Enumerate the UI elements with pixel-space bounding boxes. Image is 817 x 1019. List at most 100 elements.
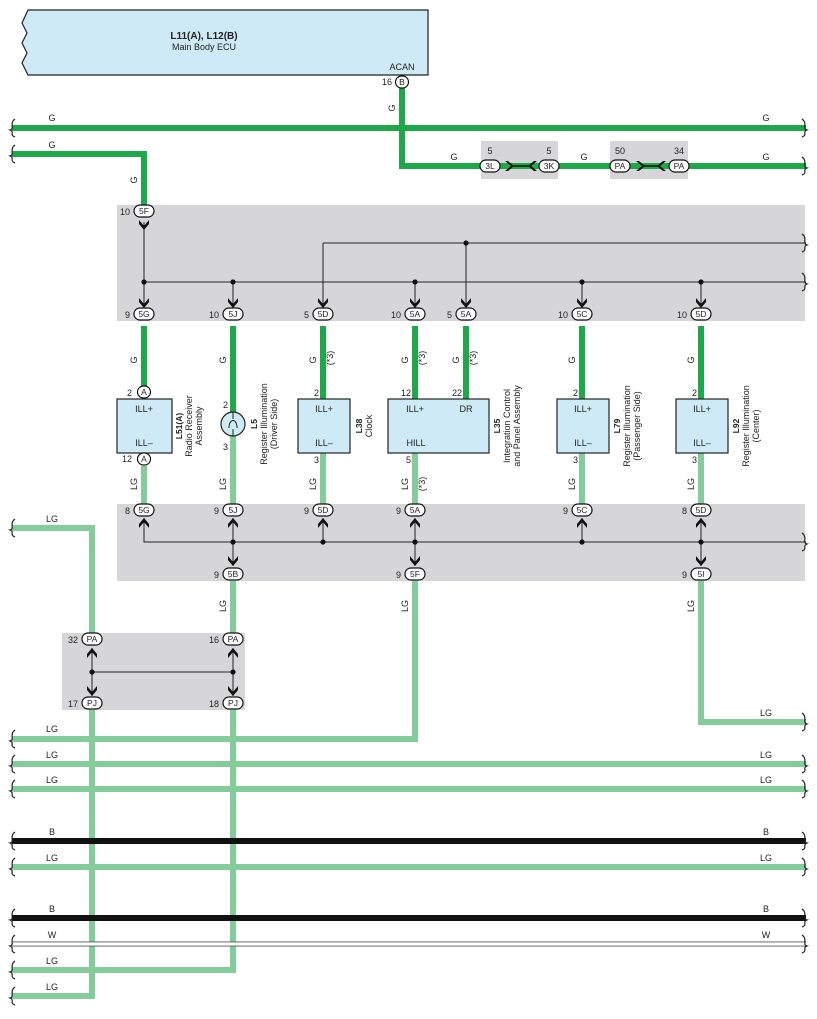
pin-num-5d-out2: 10 xyxy=(677,310,687,320)
l79-label-top: ILL+ xyxy=(574,404,592,414)
wire-label-g2-left: G xyxy=(48,140,55,150)
pin-num-mid-5c: 9 xyxy=(563,506,568,516)
l35-pin-top2: 22 xyxy=(452,388,462,398)
l35-pin-top: 12 xyxy=(401,388,411,398)
component-boxes xyxy=(116,398,729,454)
wire-label-bottom-7-left: W xyxy=(48,930,57,940)
wire-label-bottom-2-right: LG xyxy=(760,750,772,760)
radio-name-2: Assembly xyxy=(194,406,204,446)
l92-code: L92 xyxy=(731,418,741,433)
radio-pin-bottom: 12 xyxy=(122,454,132,464)
pin-num-5d-out: 5 xyxy=(304,310,309,320)
main-body-ecu: L11(A), L12(B) Main Body ECU ACAN xyxy=(21,9,429,76)
connector-pill-5j-label: 5J xyxy=(229,309,238,319)
wire-label-lower-6: LG xyxy=(686,478,696,490)
radio-pin-bottom-pill-label: A xyxy=(141,454,147,464)
pin-num-3l: 5 xyxy=(487,146,492,156)
wire-label-mid-b: LG xyxy=(400,600,410,612)
connector-pill-5f-in-label: 5F xyxy=(139,206,149,216)
l5-name-1: Register Illumination xyxy=(259,383,269,465)
pin-num-low-pa16: 16 xyxy=(209,635,219,645)
wire-label-upper-2: G xyxy=(218,356,228,363)
wire-break-marks xyxy=(7,118,810,1006)
l79-pin-top: 2 xyxy=(573,388,578,398)
wire-break-right xyxy=(801,118,810,138)
component-box-register-center xyxy=(675,398,729,454)
wire-break-left xyxy=(7,729,16,749)
wire-note-lower-4: (*3) xyxy=(417,477,427,492)
connector-pill-5a-2: 5A xyxy=(455,307,477,321)
wire-label-bottom-0-left: LG xyxy=(46,724,58,734)
connector-pill-mid-5j-label: 5J xyxy=(229,505,238,515)
l92-name-2: (Center) xyxy=(751,409,761,442)
wire-break-left xyxy=(7,986,16,1006)
clock-name-1: Clock xyxy=(364,414,374,437)
pin-num-low-pj18: 18 xyxy=(209,699,219,709)
wire-break-right xyxy=(801,272,810,292)
l35-label-top2: DR xyxy=(460,404,473,414)
connector-pill-low-pa-16-label: PA xyxy=(228,634,239,644)
wire-label-bottom-6-left: B xyxy=(49,904,55,914)
connector-pill-pa-34-label: PA xyxy=(674,161,685,171)
wire-break-right xyxy=(801,233,810,253)
pin-num-low-pa32: 32 xyxy=(68,635,78,645)
connector-pill-mid-5j: 5J xyxy=(222,503,244,517)
wire-label-bottom-4-right: B xyxy=(763,827,769,837)
wire-label-upper-1: G xyxy=(129,356,139,363)
wire-label-g1-left: G xyxy=(48,113,55,123)
connector-pill-mid-5d: 5D xyxy=(312,503,334,517)
wire-label-upper-4: G xyxy=(400,356,410,363)
l92-name-1: Register Illumination xyxy=(741,385,751,467)
l79-code: L79 xyxy=(612,418,622,433)
wire-label-bottom-7-right: W xyxy=(762,930,771,940)
pin-num-5c-out: 10 xyxy=(558,310,568,320)
l92-label-bottom: ILL– xyxy=(693,438,711,448)
connector-pill-5g-label: 5G xyxy=(138,309,149,319)
wire-break-left xyxy=(7,779,16,799)
wire-label-upper-5: G xyxy=(451,356,461,363)
clock-code: L38 xyxy=(354,418,364,433)
radio-pin-top: 2 xyxy=(127,388,132,398)
l79-name-2: (Passenger Side) xyxy=(632,391,642,461)
wire-label-bottom-5-left: LG xyxy=(46,853,58,863)
connector-pill-5a-2-label: 5A xyxy=(461,309,472,319)
l92-pin-bottom: 3 xyxy=(692,455,697,465)
clock-label-bottom: ILL– xyxy=(315,438,333,448)
wire-break-left xyxy=(7,857,16,877)
connector-pill-5d: 5D xyxy=(312,307,334,321)
wire-break-left xyxy=(7,144,16,164)
connector-pill-mid-5i-label: 5I xyxy=(697,569,704,579)
wire-break-left xyxy=(7,934,16,954)
connector-pill-mid-5b-label: 5B xyxy=(228,569,239,579)
radio-pin-top-pill-label: A xyxy=(141,387,147,397)
connector-pill-mid-5c: 5C xyxy=(571,503,593,517)
connector-pill-5f-in: 5F xyxy=(133,204,155,218)
wire-label-lower-5: LG xyxy=(567,478,577,490)
connector-pill-mid-5f-label: 5F xyxy=(410,569,420,579)
connector-pill-low-pa-32-label: PA xyxy=(87,634,98,644)
connector-pill-low-pa-16: PA xyxy=(222,632,244,646)
l92-component-text: L92 Register Illumination (Center) xyxy=(731,385,761,467)
pin-num-5a-out1: 10 xyxy=(391,310,401,320)
wire-label-lower-1: LG xyxy=(129,478,139,490)
wire-label-upper-7: G xyxy=(686,356,696,363)
pin-num-3k: 5 xyxy=(546,146,551,156)
wire-label-bottom-2-left: LG xyxy=(46,750,58,760)
connector-pill-mid-5d-2-label: 5D xyxy=(696,505,707,515)
wire-break-left xyxy=(7,960,16,980)
wire-label-mid-left-in: LG xyxy=(46,514,58,524)
wire-label-bottom-6-right: B xyxy=(763,904,769,914)
wire-break-left xyxy=(7,754,16,774)
clock-component-text: L38 Clock xyxy=(354,414,374,437)
connector-pill-5c: 5C xyxy=(571,307,593,321)
l92-pin-top: 2 xyxy=(692,388,697,398)
radio-label-bottom: ILL– xyxy=(135,438,153,448)
radio-component-text: L51(A) Radio Receiver Assembly xyxy=(174,395,204,457)
clock-pin-top: 2 xyxy=(314,388,319,398)
wire-break-right xyxy=(801,857,810,877)
connector-pill-pa-34: PA xyxy=(668,159,690,173)
wire-break-left xyxy=(7,908,16,928)
l79-name-1: Register Illumination xyxy=(622,385,632,467)
connector-pill-mid-5i: 5I xyxy=(690,567,712,581)
